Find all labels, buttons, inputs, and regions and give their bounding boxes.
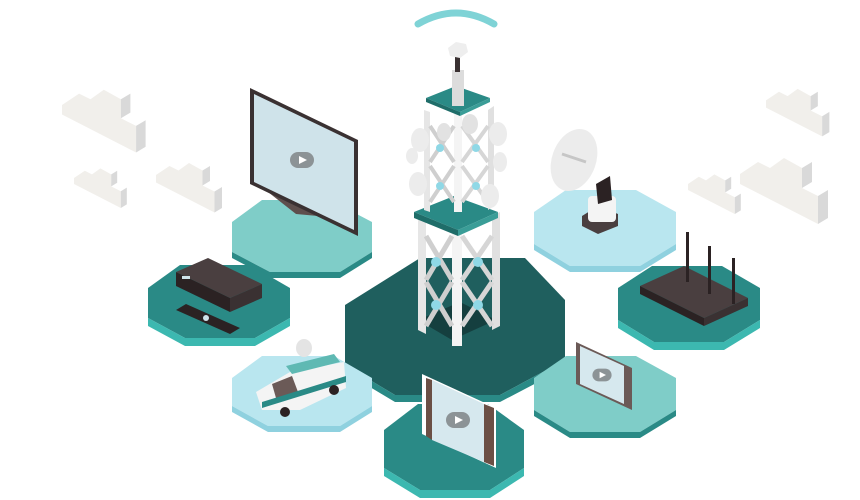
antenna-dish-icon: [406, 114, 507, 208]
wifi-router-icon: [640, 232, 748, 326]
broadcast-van-icon: [256, 339, 346, 417]
cloud-icon: [74, 168, 127, 208]
transmission-tower-icon: [406, 42, 507, 346]
wireless-signal-icon: [414, 9, 498, 28]
tablet-icon: [422, 374, 496, 468]
cloud-icon: [766, 88, 830, 137]
cloud-icon: [62, 89, 146, 153]
set-top-box-icon: [176, 258, 262, 312]
cloud-icon: [156, 163, 222, 213]
cloud-icon: [688, 174, 741, 214]
satellite-dish-icon: [550, 129, 618, 234]
television-icon: [250, 88, 358, 236]
remote-control-icon: [176, 304, 240, 334]
cloud-icon: [740, 158, 828, 224]
smartphone-icon: [576, 342, 632, 410]
